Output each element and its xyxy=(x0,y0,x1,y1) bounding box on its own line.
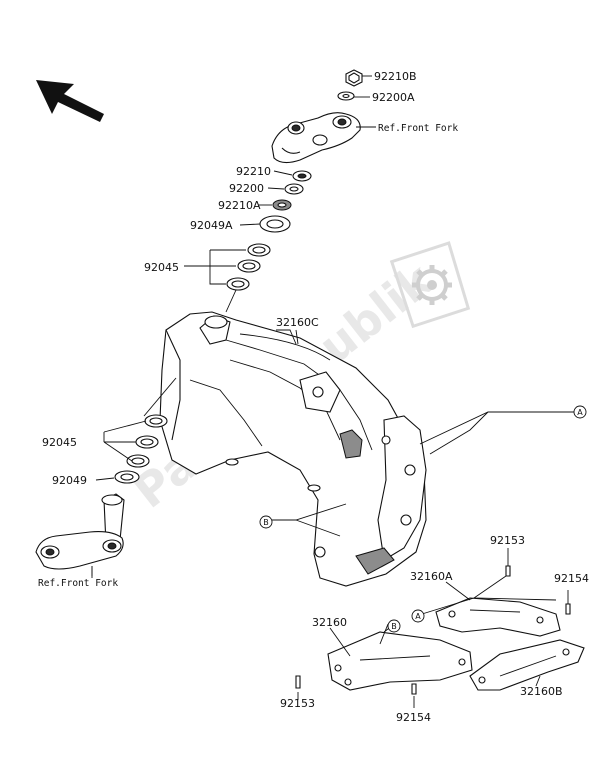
callout-a-top: A xyxy=(577,408,583,417)
label-92200A: 92200A xyxy=(372,91,415,104)
label-32160A: 32160A xyxy=(410,570,453,583)
label-32160: 32160 xyxy=(312,616,347,629)
label-92153-bottom: 92153 xyxy=(280,697,315,710)
label-92210A: 92210A xyxy=(218,199,261,212)
steering-bottom-parts xyxy=(35,414,168,578)
callout-b-left: B xyxy=(263,518,269,527)
front-direction-arrow-icon xyxy=(36,80,104,122)
gear-logo-icon xyxy=(412,265,452,305)
label-92049: 92049 xyxy=(52,474,87,487)
label-92154-right: 92154 xyxy=(554,572,589,585)
label-92049A: 92049A xyxy=(190,219,233,232)
callout-markers: A A B B xyxy=(259,405,587,633)
main-frame xyxy=(159,311,427,587)
label-32160C: 32160C xyxy=(276,316,319,329)
label-92045-bottom: 92045 xyxy=(42,436,77,449)
label-92200: 92200 xyxy=(229,182,264,195)
label-92210B: 92210B xyxy=(374,70,417,83)
part-labels: 92210B 92200A Ref.Front Fork 92210 92200… xyxy=(38,70,589,724)
label-92210: 92210 xyxy=(236,165,271,178)
label-ref-front-fork-bottom: Ref.Front Fork xyxy=(38,578,118,589)
leader-lines xyxy=(91,75,574,708)
frame-covers xyxy=(295,565,585,695)
label-32160B: 32160B xyxy=(520,685,563,698)
label-92153-top: 92153 xyxy=(490,534,525,547)
callout-a-bottom: A xyxy=(415,612,421,621)
label-92154-bottom: 92154 xyxy=(396,711,431,724)
label-92045-top: 92045 xyxy=(144,261,179,274)
steering-top-parts xyxy=(226,69,363,291)
label-ref-front-fork-top: Ref.Front Fork xyxy=(378,123,458,134)
callout-b-right: B xyxy=(391,622,397,631)
